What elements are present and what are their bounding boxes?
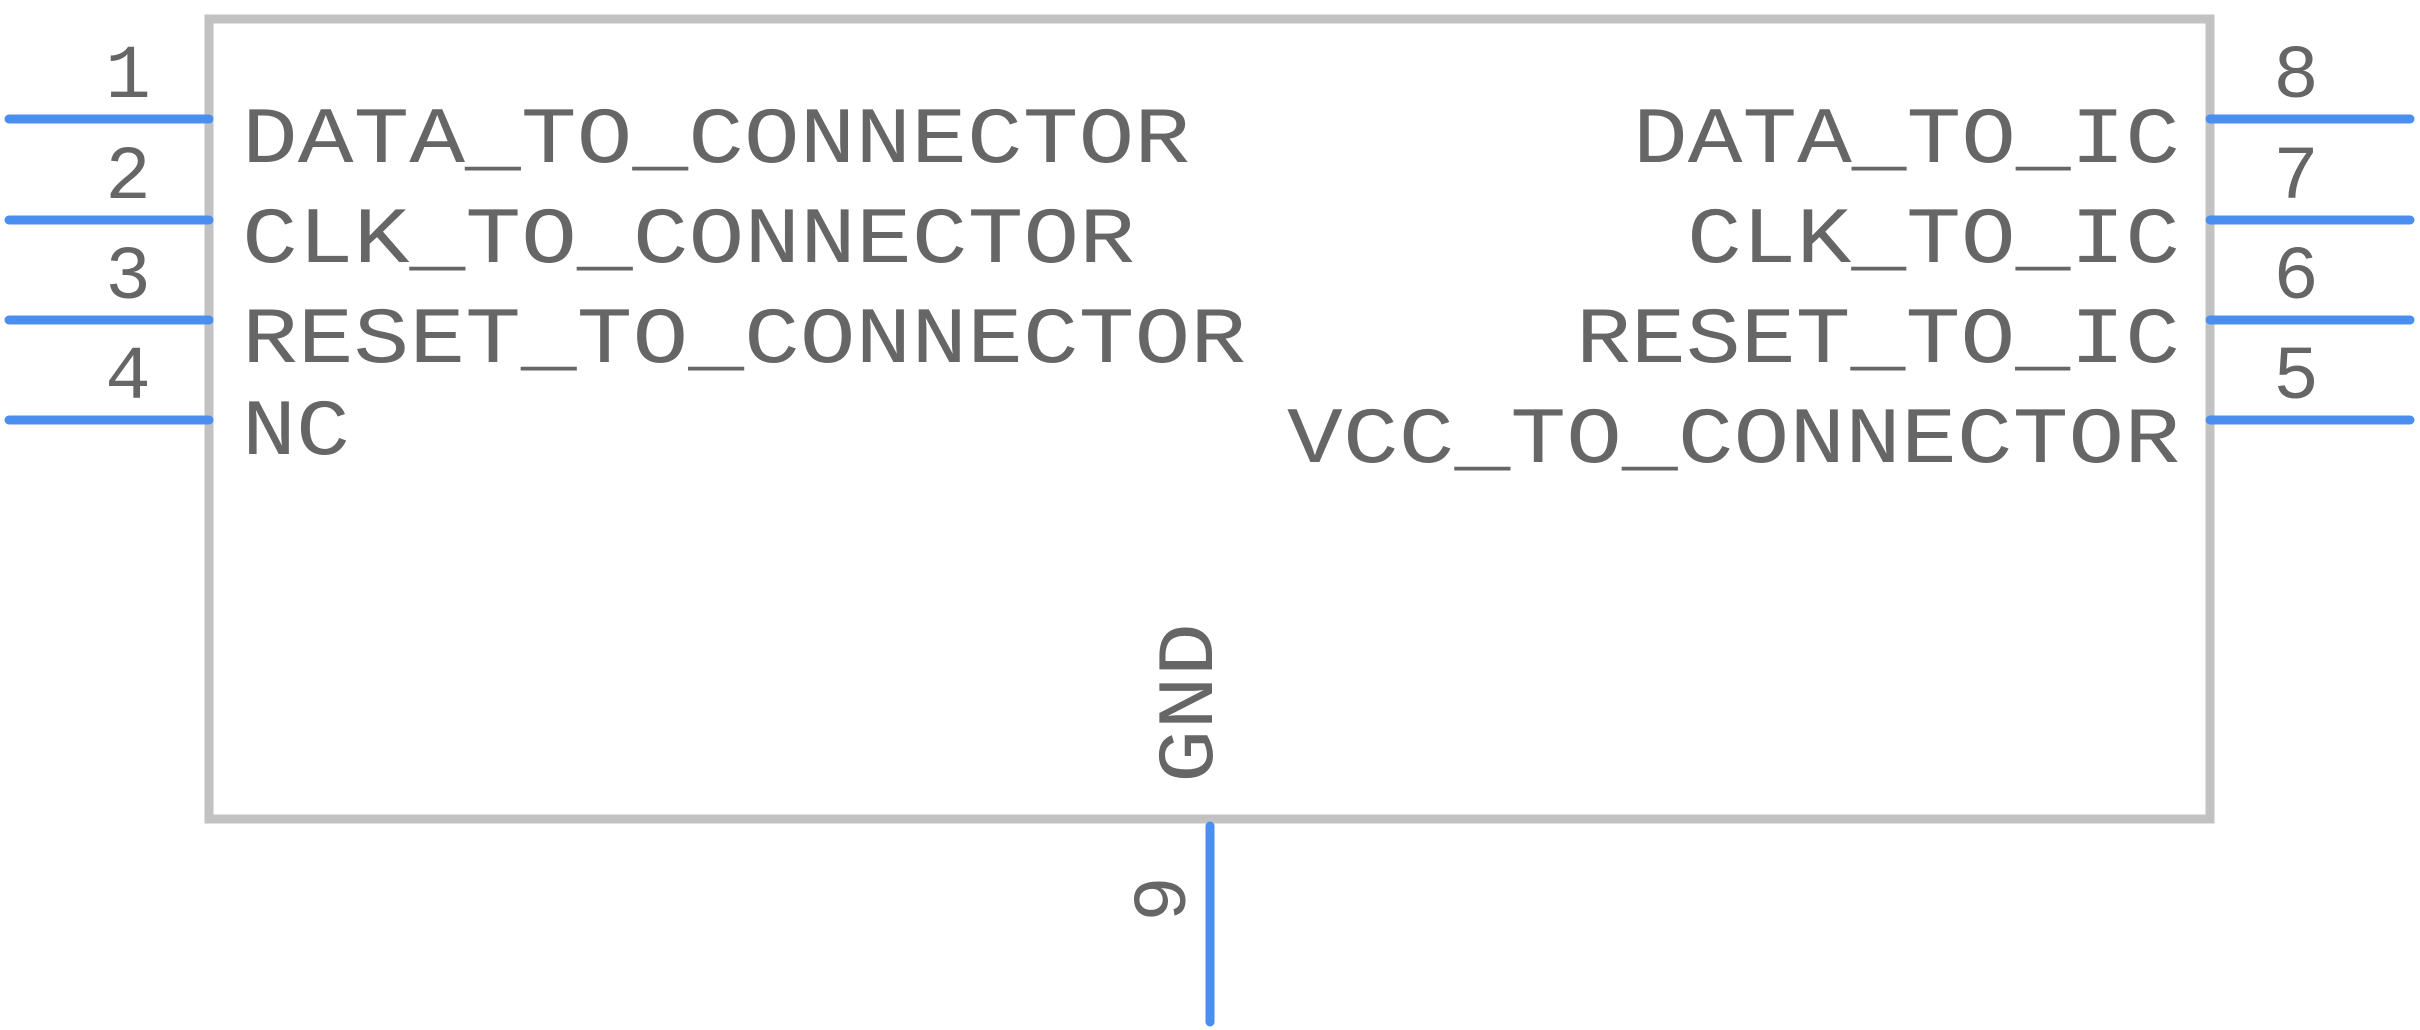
pin-8-name: DATA_TO_IC [1633,96,2180,187]
pin-9: 9 GND [1122,623,1237,1027]
pin-3-name: RESET_TO_CONNECTOR [242,296,1246,387]
pin-1-name: DATA_TO_CONNECTOR [242,96,1190,187]
pin-8-number: 8 [2273,34,2319,120]
pin-6-name: RESET_TO_IC [1576,296,2180,387]
pin-7-name: CLK_TO_IC [1687,196,2180,287]
pin-6: 6 RESET_TO_IC [1576,235,2415,387]
pin-3: 3 RESET_TO_CONNECTOR [4,235,1246,387]
pin-1: 1 DATA_TO_CONNECTOR [4,34,1190,187]
pin-7-number: 7 [2273,135,2319,221]
pin-4-number: 4 [105,335,151,421]
pin-4-name: NC [242,388,350,479]
pin-5: 5 VCC_TO_CONNECTOR [1287,335,2415,487]
pin-3-number: 3 [105,235,151,321]
pin-2: 2 CLK_TO_CONNECTOR [4,135,1135,287]
pin-2-name: CLK_TO_CONNECTOR [242,196,1135,287]
pin-5-name: VCC_TO_CONNECTOR [1287,396,2180,487]
pin-6-number: 6 [2273,235,2319,321]
pin-7: 7 CLK_TO_IC [1687,135,2415,287]
pin-4: 4 NC [4,335,350,479]
pin-9-number: 9 [1122,876,1208,922]
pin-9-name: GND [1146,623,1237,783]
pin-2-number: 2 [105,135,151,221]
pin-1-number: 1 [105,34,151,120]
pin-5-number: 5 [2273,335,2319,421]
pin-8: 8 DATA_TO_IC [1633,34,2415,187]
